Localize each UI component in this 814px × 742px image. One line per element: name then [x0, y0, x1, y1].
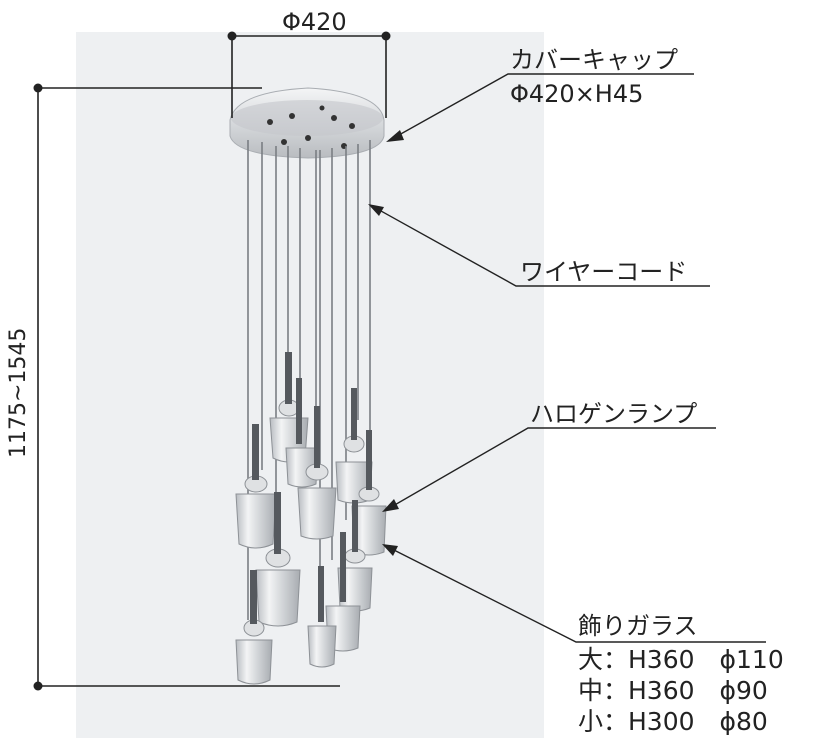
height-label: 1175~1545 [6, 327, 31, 458]
glass-shades [235, 352, 387, 685]
glass-shade [235, 570, 273, 685]
decor-glass-size-small: 小：H300 ϕ80 [578, 707, 768, 736]
glass-shade [337, 500, 373, 612]
cover-cap-size: Φ420×H45 [510, 80, 644, 108]
cover-cap-label: カバーキャップ [510, 46, 678, 74]
leader-lines [368, 73, 766, 643]
halogen-lamp-label: ハロゲンランプ [530, 400, 698, 428]
top-width-dimension [227, 31, 391, 118]
glass-shade [297, 406, 337, 540]
wire-cord-label: ワイヤーコード [520, 258, 688, 286]
top-width-label: Φ420 [282, 8, 347, 36]
glass-shade [307, 566, 337, 668]
cover-cap [229, 87, 385, 159]
decor-glass-label: 飾りガラス [578, 612, 698, 640]
decor-glass-size-large: 大：H360 ϕ110 [578, 645, 784, 674]
height-dimension [33, 83, 340, 691]
glass-shade [255, 492, 301, 627]
decor-glass-size-medium: 中：H360 ϕ90 [578, 676, 768, 705]
glass-shade [235, 424, 277, 549]
